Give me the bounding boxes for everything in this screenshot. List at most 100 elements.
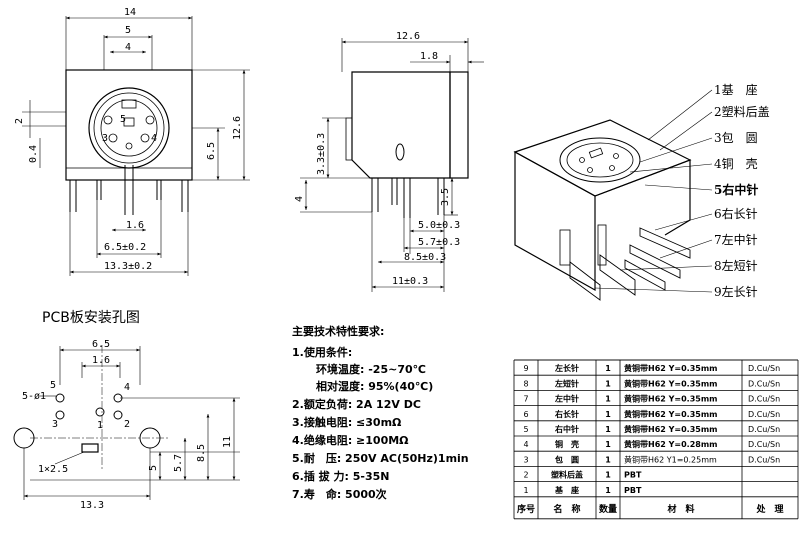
pcb-dim-5-7: 5.7: [173, 454, 184, 472]
iso-label-9: 9左长针: [714, 284, 758, 299]
iso-label-2: 2塑料后盖: [714, 104, 770, 119]
bom-cell-name: 右中针: [554, 424, 579, 434]
pcb-layout: 6.5 1.6 5-ø1 5 4 3 1 2 1×2.5 5 5.7 8.5: [13, 339, 240, 511]
pin-label-4: 4: [151, 133, 157, 144]
bom-cell-name: 铜 壳: [555, 439, 579, 449]
bom-cell-no: 3: [523, 455, 528, 464]
spec-line: 1.使用条件:: [292, 345, 352, 359]
bom-cell-material: 黄铜带H62 Y=0.35mm: [624, 409, 718, 419]
pcb-title: PCB板安装孔图: [42, 310, 140, 326]
dim-6-5: 6.5±0.2: [104, 242, 146, 253]
dim-14: 14: [124, 7, 136, 18]
pin-label-5: 5: [120, 114, 126, 125]
pin-label-3: 3: [102, 133, 108, 144]
bom-cell-name: 包 圆: [554, 454, 579, 464]
iso-label-8: 8左短针: [714, 258, 758, 273]
spec-line: 6.插 拔 力: 5-35N: [292, 469, 389, 483]
pcb-pin-1: 1: [97, 420, 103, 431]
bom-header-no: 序号: [517, 503, 535, 515]
bom-cell-material: 黄铜带H62 Y=0.35mm: [624, 363, 718, 373]
pcb-pin-5: 5: [50, 380, 56, 391]
spec-line: 相对湿度: 95%(40℃): [316, 379, 433, 393]
bom-cell-no: 2: [523, 471, 528, 480]
pcb-hole-label: 5-ø1: [22, 391, 46, 402]
pcb-dim-6-5: 6.5: [92, 339, 110, 350]
bom-cell-no: 6: [523, 410, 528, 419]
iso-label-3: 3包 圆: [714, 131, 758, 145]
dim-12-6: 12.6: [232, 116, 243, 140]
bom-cell-material: 黄铜带H62 Y1=0.25mm: [624, 454, 717, 464]
bom-cell-name: 右长针: [554, 409, 579, 419]
dim-0-4: 0.4: [28, 145, 39, 163]
dim-6-5-right: 6.5: [206, 142, 217, 160]
bom-cell-qty: 1: [605, 486, 611, 495]
bom-cell-no: 8: [523, 379, 528, 388]
bom-cell-name: 塑料后盖: [551, 470, 583, 480]
bom-cell-qty: 1: [605, 364, 611, 373]
iso-label-6: 6右长针: [714, 206, 758, 221]
side-dim-1-8: 1.8: [420, 51, 438, 62]
iso-label-7: 7左中针: [714, 232, 758, 247]
spec-line: 5.耐 压: 250V AC(50Hz)1min: [292, 451, 469, 465]
side-dim-5-0: 5.0±0.3: [418, 220, 460, 231]
spec-line: 3.接触电阻: ≤30mΩ: [292, 415, 402, 429]
side-view: 12.6 1.8 3.3±0.3 4 3.5 5.0±0.: [294, 31, 484, 292]
spec-line: 4.绝缘电阻: ≥100MΩ: [292, 433, 409, 447]
dim-13-3: 13.3±0.2: [104, 261, 152, 272]
side-dim-8-5: 8.5±0.3: [404, 252, 446, 263]
pcb-pin-3: 3: [52, 419, 58, 430]
iso-label-4: 4铜 壳: [714, 156, 758, 171]
bom-cell-material: 黄铜带H62 Y=0.35mm: [624, 394, 718, 404]
bom-cell-name: 基 座: [554, 485, 579, 495]
spec-header: 主要技术特性要求:: [292, 324, 384, 338]
side-dim-4: 4: [294, 196, 305, 202]
spec-line: 2.额定负荷: 2A 12V DC: [292, 397, 421, 411]
bom-cell-no: 1: [523, 486, 528, 495]
bom-cell-qty: 1: [605, 471, 611, 480]
bom-cell-name: 左中针: [554, 394, 579, 404]
spec-line: 7.寿 命: 5000次: [292, 487, 387, 501]
pcb-dim-1-6: 1.6: [92, 355, 110, 366]
bom-cell-material: 黄铜带H62 Y=0.35mm: [624, 378, 718, 388]
bom-cell-treatment: D.Cu/Sn: [748, 455, 780, 464]
iso-label-1: 1基 座: [714, 82, 758, 97]
bom-header-material: 材 料: [666, 503, 694, 515]
bom-header-name: 名 称: [553, 503, 580, 515]
bom-cell-treatment: D.Cu/Sn: [748, 395, 780, 404]
bom-cell-treatment: D.Cu/Sn: [748, 440, 780, 449]
bom-cell-material: 黄铜带H62 Y=0.28mm: [624, 439, 718, 449]
bom-cell-material: PBT: [624, 471, 642, 480]
bom-cell-no: 5: [523, 425, 528, 434]
bom-header-qty: 数量: [599, 503, 617, 515]
bom-cell-qty: 1: [605, 440, 611, 449]
dim-4: 4: [125, 42, 131, 53]
dim-1-6: 1.6: [126, 220, 144, 231]
isometric-labels: 1基 座 2塑料后盖 3包 圆 4铜 壳 5右中针 6右长针 7左中针 8左短针…: [714, 82, 770, 299]
bom-cell-material: PBT: [624, 486, 642, 495]
side-dim-3-3: 3.3±0.3: [316, 133, 327, 175]
isometric-view: [513, 89, 713, 301]
bom-cell-treatment: D.Cu/Sn: [748, 379, 780, 388]
bom-cell-name: 左短针: [554, 378, 579, 388]
side-dim-12-6: 12.6: [396, 31, 420, 42]
bom-cell-no: 7: [523, 395, 528, 404]
pcb-dim-5: 5: [148, 465, 159, 471]
side-dim-5-7: 5.7±0.3: [418, 237, 460, 248]
side-dim-3-5: 3.5: [440, 188, 451, 206]
pcb-dim-13-3: 13.3: [80, 500, 104, 511]
bom-cell-qty: 1: [605, 410, 611, 419]
bom-cell-treatment: D.Cu/Sn: [748, 425, 780, 434]
bom-cell-no: 4: [523, 440, 528, 449]
specifications: 主要技术特性要求: 1.使用条件: 环境温度: -25~70℃ 相对湿度: 95…: [292, 324, 469, 501]
dim-5: 5: [125, 25, 131, 36]
bom-cell-name: 左长针: [554, 363, 579, 373]
side-dim-11: 11±0.3: [392, 276, 428, 287]
bom-cell-treatment: D.Cu/Sn: [748, 410, 780, 419]
bom-cell-qty: 1: [605, 395, 611, 404]
iso-label-5: 5右中针: [714, 182, 758, 197]
bom-cell-material: 黄铜带H62 Y=0.35mm: [624, 424, 718, 434]
bom-header-treatment: 处 理: [755, 503, 783, 515]
bom-cell-qty: 1: [605, 379, 611, 388]
